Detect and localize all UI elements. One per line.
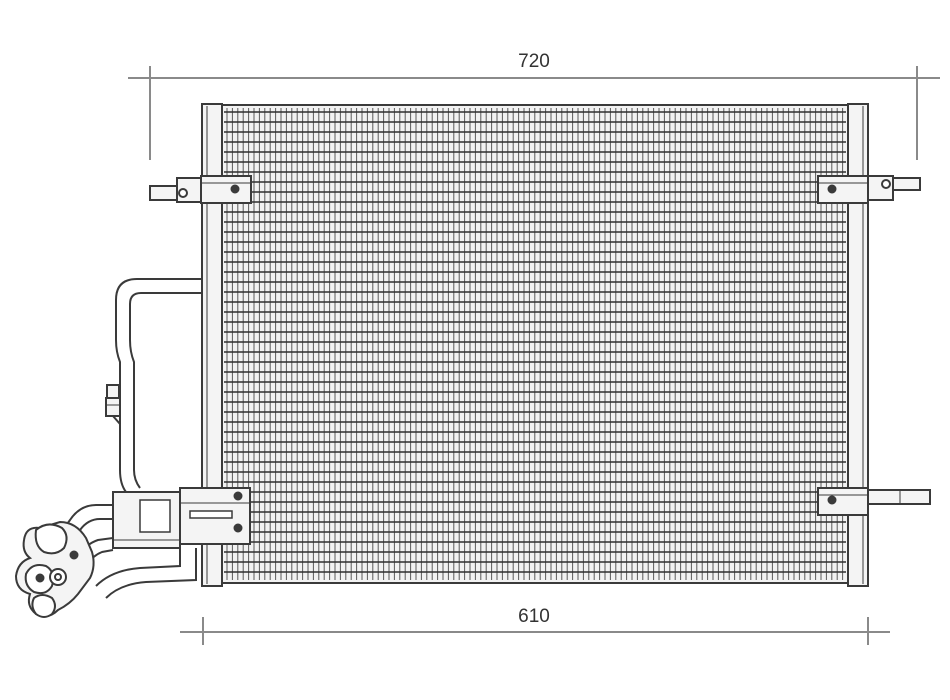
flange-bolt-a-icon (69, 550, 79, 560)
flange-lower-tab (31, 594, 56, 618)
flange-lobe-upper (34, 523, 68, 555)
left-lower-manifold (112, 487, 251, 549)
dimension-core-width (180, 617, 890, 645)
manifold-window (139, 499, 171, 533)
dimension-720-label: 720 (518, 51, 550, 72)
valve-body (105, 397, 121, 417)
flange-port-inner-icon (54, 573, 62, 581)
left-upper-bracket (149, 175, 252, 204)
right-upper-screw-icon (827, 184, 837, 194)
right-lower-bracket (817, 487, 931, 516)
left-lower-screw-top-icon (233, 491, 243, 501)
right-lower-clamp (817, 487, 869, 516)
right-upper-bracket-plate (867, 175, 894, 201)
lower-pipe-c-inner (105, 548, 197, 599)
lower-pipe-c-outer (95, 548, 181, 587)
dimension-overall-width (128, 66, 940, 160)
valve-stem (112, 415, 121, 425)
condenser-core (221, 104, 849, 584)
upper-pipe-inner (129, 292, 202, 489)
right-upper-bracket (817, 175, 921, 204)
right-upper-clamp (817, 175, 869, 204)
connector-flange (14, 520, 95, 618)
left-lower-screw-bottom-icon (233, 523, 243, 533)
pressure-valve (105, 384, 121, 425)
right-lower-screw-icon (827, 495, 837, 505)
left-upper-clamp (200, 175, 252, 204)
upper-pipe-outer (115, 278, 202, 493)
left-upper-screw-icon (230, 184, 240, 194)
core-tubes (224, 111, 846, 573)
dimension-610-label: 610 (518, 606, 550, 627)
flange-bolt-b-icon (35, 573, 45, 583)
left-lower-slot (189, 510, 233, 519)
right-upper-bolt-icon (881, 179, 891, 189)
upper-refrigerant-pipe (115, 278, 202, 493)
valve-cap (106, 384, 120, 400)
lower-pipe-a-outer (59, 504, 113, 535)
left-upper-bolt-icon (178, 188, 188, 198)
right-lower-pin (867, 489, 931, 505)
